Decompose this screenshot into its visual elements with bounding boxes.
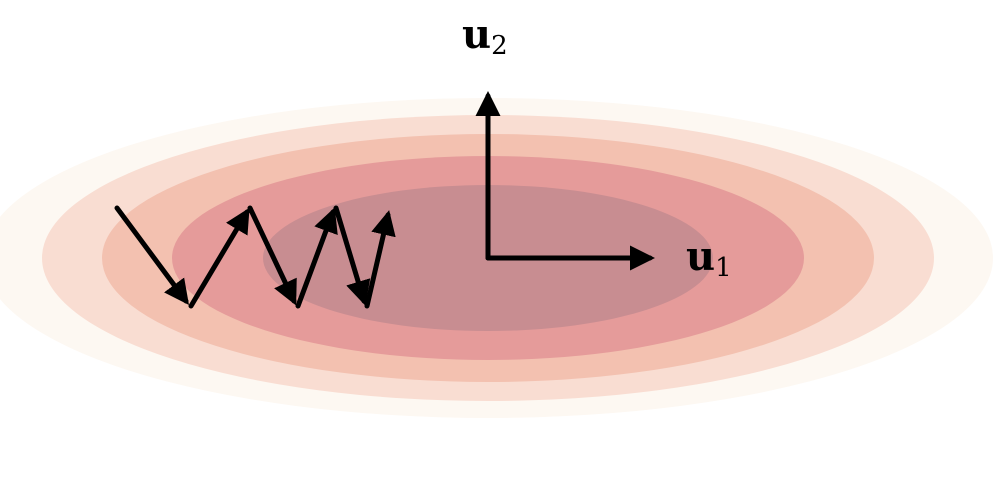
path-step-3: [247, 205, 297, 306]
path-step-5: [333, 205, 371, 306]
u2-axis-label: u2: [462, 11, 508, 61]
eigen-axes: [475, 91, 655, 271]
u1-axis-label: u1: [686, 233, 732, 283]
path-step-1: [114, 205, 189, 306]
path-step-4: [295, 207, 338, 309]
path-step-6: [364, 210, 396, 309]
optimization-path: [114, 205, 396, 309]
path-step-2: [188, 207, 250, 309]
